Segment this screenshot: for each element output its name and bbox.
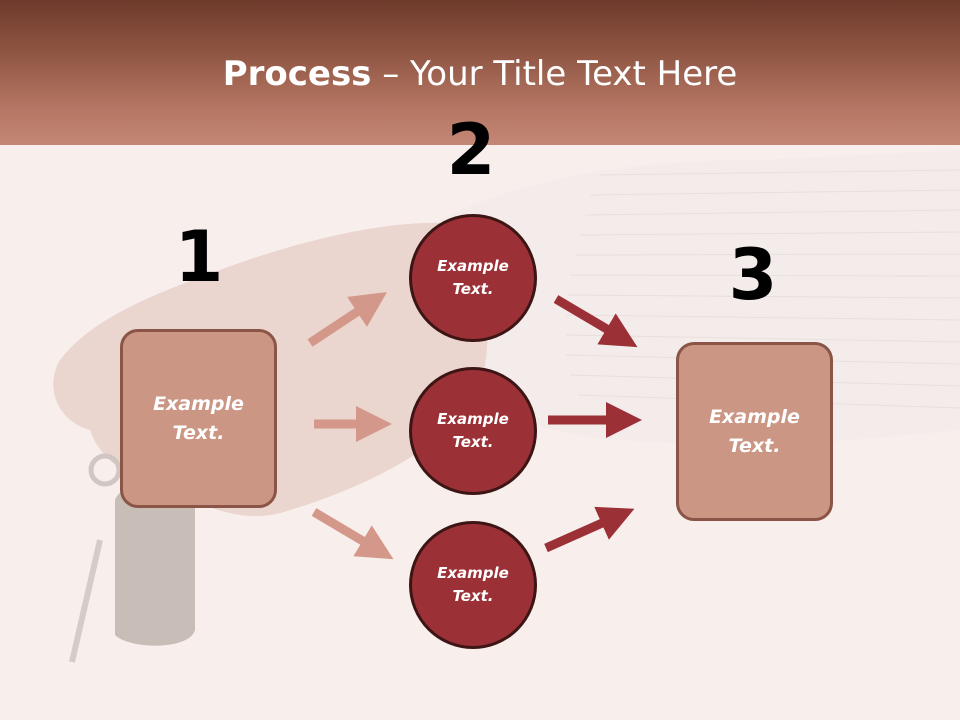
end-box: Example Text. [676,342,833,521]
start-box: Example Text. [120,329,277,508]
circle-middle: Example Text. [409,367,537,495]
circle-top: Example Text. [409,214,537,342]
circle-middle-text: Example Text. [437,410,509,451]
circle-top-text: Example Text. [437,257,509,298]
key-ring [88,453,122,487]
arrow-bottom-to-box [544,506,635,553]
end-box-text: Example Text. [709,405,800,457]
step-number-2: 2 [446,109,496,191]
title-bold: Process [222,54,372,94]
step-number-3: 3 [728,234,778,316]
slide-title: Process – Your Title Text Here [0,52,960,96]
circle-bottom-text: Example Text. [437,564,509,605]
arrow-box-to-bottom [311,508,394,560]
arrow-box-to-top [307,292,388,347]
circle-bottom: Example Text. [409,521,537,649]
arrow-top-to-box [553,295,638,348]
step-number-1: 1 [174,216,224,298]
key-fob [115,485,195,646]
key-blade [69,539,103,663]
title-bar [0,0,960,145]
start-box-text: Example Text. [153,392,244,444]
title-rest: – Your Title Text Here [371,54,738,94]
